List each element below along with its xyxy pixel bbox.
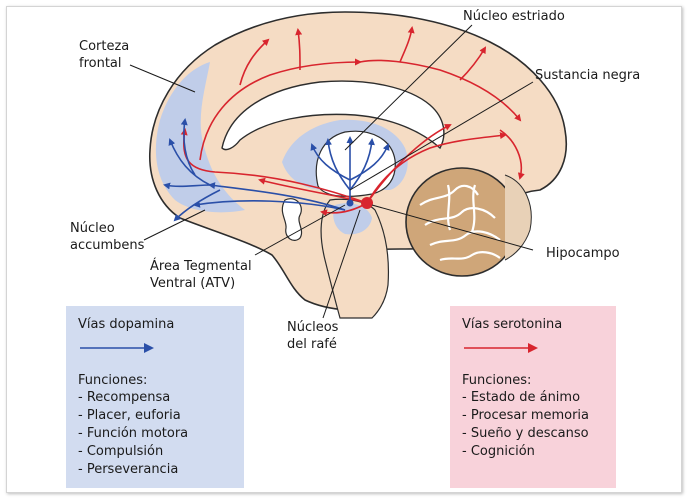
- label-area-tegmental-ventral: Área Tegmental Ventral (ATV): [150, 259, 252, 291]
- legend-serotonina-arrow: [464, 342, 538, 353]
- legend-serotonina-heading: Funciones:: [462, 372, 532, 388]
- leader-lines: [129, 24, 534, 319]
- label-sustancia-negra: Sustancia negra: [535, 68, 641, 83]
- raphe-nuclei-dot: [361, 197, 373, 209]
- label-nucleo-accumbens: Núcleo accumbens: [70, 221, 145, 253]
- legend-serotonina-title: Vías serotonina: [462, 317, 563, 332]
- cerebellum-pons: [504, 174, 532, 261]
- label-corteza-frontal: Corteza frontal: [79, 39, 130, 71]
- corpus-callosum: [221, 80, 445, 151]
- dopamina-function-item: Perseverancia: [78, 461, 232, 479]
- legend-dopamina-heading: Funciones:: [78, 372, 148, 388]
- legend-serotonina: Vías serotonina Funciones: Estado de áni…: [450, 306, 616, 488]
- legend-dopamina-functions: RecompensaPlacer, euforiaFunción motoraC…: [78, 389, 232, 478]
- legend-serotonina-functions: Estado de ánimoProcesar memoriaSueño y d…: [462, 389, 604, 460]
- label-hipocampo: Hipocampo: [546, 246, 620, 261]
- label-nucleos-rafe: Núcleos del rafé: [287, 320, 339, 352]
- legend-dopamina: Vías dopamina Funciones: RecompensaPlace…: [66, 306, 244, 488]
- vta-region: [333, 203, 372, 235]
- serotonina-function-item: Procesar memoria: [462, 407, 604, 425]
- label-nucleo-estriado: Núcleo estriado: [463, 9, 565, 24]
- dopamina-function-item: Compulsión: [78, 443, 232, 461]
- brainstem: [320, 198, 390, 319]
- cerebellum: [405, 167, 519, 277]
- legend-dopamina-title: Vías dopamina: [78, 317, 175, 332]
- dopamina-function-item: Función motora: [78, 425, 232, 443]
- serotonina-function-item: Cognición: [462, 443, 604, 461]
- legend-dopamina-arrow: [80, 342, 154, 353]
- dopamina-function-item: Recompensa: [78, 389, 232, 407]
- frontal-cortex-region: [155, 62, 245, 213]
- dopamina-function-item: Placer, euforia: [78, 407, 232, 425]
- hypothalamus: [281, 198, 303, 241]
- dopamine-pathways: [163, 118, 390, 222]
- serotonina-function-item: Sueño y descanso: [462, 425, 604, 443]
- serotonina-function-item: Estado de ánimo: [462, 389, 604, 407]
- substantia-nigra-dot: [346, 199, 354, 207]
